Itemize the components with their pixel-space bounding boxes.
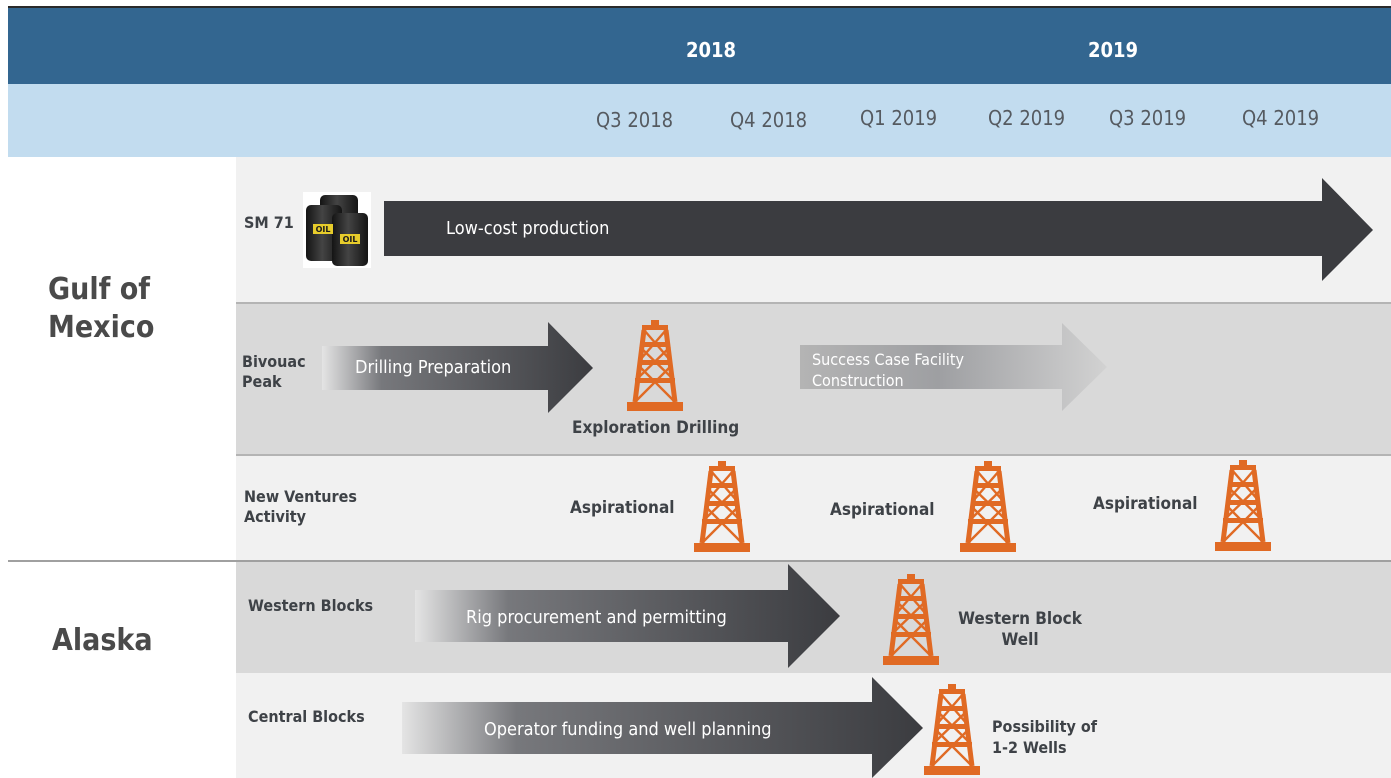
year-label-2018: 2018 <box>686 38 737 62</box>
quarter-label-q2-2019: Q2 2019 <box>988 106 1066 130</box>
arrow-text-drilling-preparation: Drilling Preparation <box>355 357 512 378</box>
milestone-label-possibility-wells: Possibility of 1-2 Wells <box>992 717 1098 757</box>
quarter-label-q3-2018: Q3 2018 <box>596 108 674 132</box>
milestone-label-aspirational-1: Aspirational <box>570 498 675 518</box>
arrow-low-cost-production <box>384 178 1373 281</box>
row-label-sm71: SM 71 <box>244 213 294 232</box>
arrow-rig-procurement <box>415 564 840 668</box>
arrow-operator-funding <box>402 677 923 778</box>
svg-text:OIL: OIL <box>343 235 358 244</box>
milestone-label-exploration-drilling: Exploration Drilling <box>572 418 740 438</box>
row-divider <box>236 302 1391 304</box>
region-divider <box>8 560 1391 562</box>
row-label-central-blocks: Central Blocks <box>248 707 365 726</box>
year-label-2019: 2019 <box>1088 38 1139 62</box>
arrow-drilling-preparation <box>322 322 593 413</box>
arrow-text-low-cost-production: Low-cost production <box>446 218 610 239</box>
quarter-label-q4-2019: Q4 2019 <box>1242 106 1320 130</box>
oil-barrels-icon: OIL OIL <box>303 192 371 268</box>
svg-text:OIL: OIL <box>316 225 331 234</box>
header-top-rule <box>8 6 1391 9</box>
row-label-bivouac-peak: Bivouac Peak <box>242 352 306 391</box>
year-header-bar <box>8 8 1391 84</box>
arrow-text-rig-procurement: Rig procurement and permitting <box>466 607 727 628</box>
quarter-label-q4-2018: Q4 2018 <box>730 108 808 132</box>
drilling-rig-icon-aspirational-2 <box>960 461 1016 552</box>
quarter-header-bar <box>8 84 1391 157</box>
milestone-label-aspirational-3: Aspirational <box>1093 494 1198 514</box>
row-new-ventures <box>236 455 1391 560</box>
drilling-rig-icon-aspirational-1 <box>694 461 750 552</box>
quarter-label-q1-2019: Q1 2019 <box>860 106 938 130</box>
drilling-rig-icon-aspirational-3 <box>1215 460 1271 551</box>
row-label-western-blocks: Western Blocks <box>248 596 374 615</box>
milestone-label-western-block-well: Western Block Well <box>958 609 1082 650</box>
milestone-label-aspirational-2: Aspirational <box>830 500 935 520</box>
arrow-success-case-facility <box>800 323 1107 411</box>
arrow-text-operator-funding: Operator funding and well planning <box>484 719 772 740</box>
row-divider <box>236 454 1391 456</box>
region-label-gulf-of-mexico: Gulf of Mexico <box>48 272 155 345</box>
drilling-rig-icon-central-blocks <box>924 684 980 775</box>
arrow-text-success-case-facility: Success Case Facility Construction <box>812 350 965 390</box>
quarter-label-q3-2019: Q3 2019 <box>1109 106 1187 130</box>
region-label-alaska: Alaska <box>52 623 153 658</box>
row-label-new-ventures: New Ventures Activity <box>244 487 357 526</box>
drilling-rig-icon-western-block <box>883 574 939 665</box>
drilling-rig-icon-exploration <box>627 320 683 411</box>
